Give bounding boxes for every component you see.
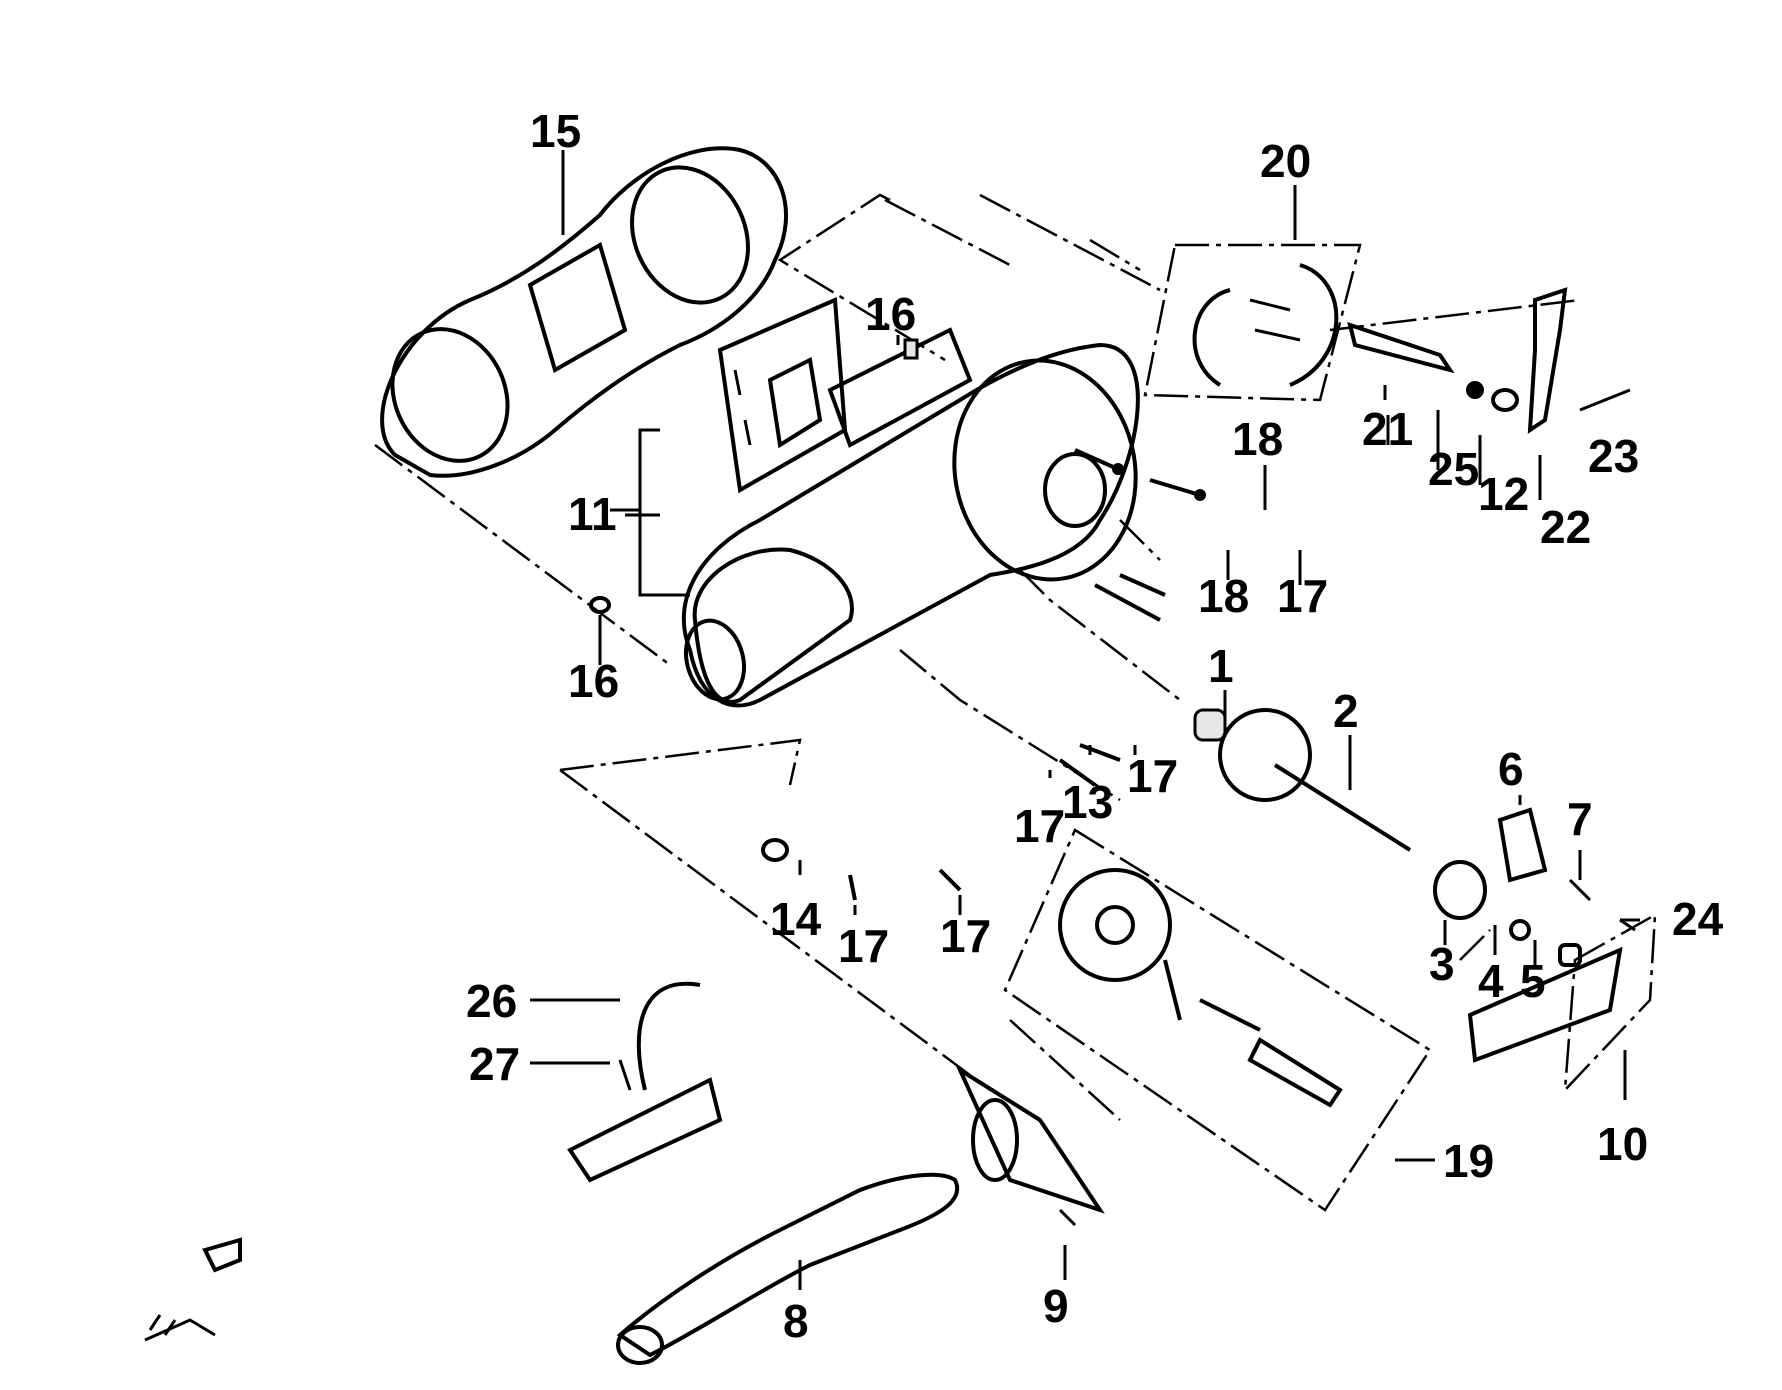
label-17-lower-mid: 17 xyxy=(940,910,991,962)
label-14: 14 xyxy=(770,893,822,945)
label-9: 9 xyxy=(1043,1280,1069,1332)
bracket-26-27 xyxy=(567,981,723,1183)
label-8: 8 xyxy=(783,1295,809,1347)
gasket-15 xyxy=(380,146,789,478)
kick-lever-10 xyxy=(1467,912,1657,1094)
label-21: 21 xyxy=(1362,403,1413,455)
label-7: 7 xyxy=(1567,793,1593,845)
label-17-right: 17 xyxy=(1277,570,1328,622)
label-17-mid-left: 17 xyxy=(1014,800,1065,852)
label-16-left: 16 xyxy=(568,655,619,707)
label-5: 5 xyxy=(1520,955,1546,1007)
label-6: 6 xyxy=(1498,743,1524,795)
label-19: 19 xyxy=(1443,1135,1494,1187)
air-intake-duct-8 xyxy=(616,547,1105,1365)
label-1: 1 xyxy=(1208,640,1234,692)
label-18-bottom: 18 xyxy=(1198,570,1249,622)
label-17-mid-right: 17 xyxy=(1127,750,1178,802)
label-16-top: 16 xyxy=(865,288,916,340)
label-2: 2 xyxy=(1333,685,1359,737)
label-13: 13 xyxy=(1062,776,1113,828)
part-number-labels: 15 20 16 18 21 25 23 12 22 11 18 17 16 1… xyxy=(466,105,1724,1347)
label-4: 4 xyxy=(1478,955,1504,1007)
kick-gear-set-19 xyxy=(1003,828,1432,1212)
label-27: 27 xyxy=(469,1038,520,1090)
label-3: 3 xyxy=(1429,938,1455,990)
brake-cam-assembly xyxy=(1347,287,1631,434)
label-23: 23 xyxy=(1588,430,1639,482)
label-17-lower-left: 17 xyxy=(838,920,889,972)
assembly-guide-lines xyxy=(374,193,1581,1121)
kickstart-assembly xyxy=(1193,708,1636,967)
label-12: 12 xyxy=(1478,468,1529,520)
leader-lines xyxy=(530,150,1640,1290)
ground-marker-icon xyxy=(144,1237,242,1342)
label-24: 24 xyxy=(1672,893,1724,945)
label-26: 26 xyxy=(466,975,517,1027)
label-18-top: 18 xyxy=(1232,413,1283,465)
label-10: 10 xyxy=(1597,1118,1648,1170)
label-11: 11 xyxy=(568,488,617,540)
brake-shoes-20 xyxy=(1143,243,1362,402)
label-25: 25 xyxy=(1428,443,1479,495)
label-20: 20 xyxy=(1260,135,1311,187)
label-22: 22 xyxy=(1540,501,1591,553)
crankcase-cover-11 xyxy=(610,297,1140,708)
fasteners xyxy=(589,338,1206,901)
label-15: 15 xyxy=(530,105,581,157)
